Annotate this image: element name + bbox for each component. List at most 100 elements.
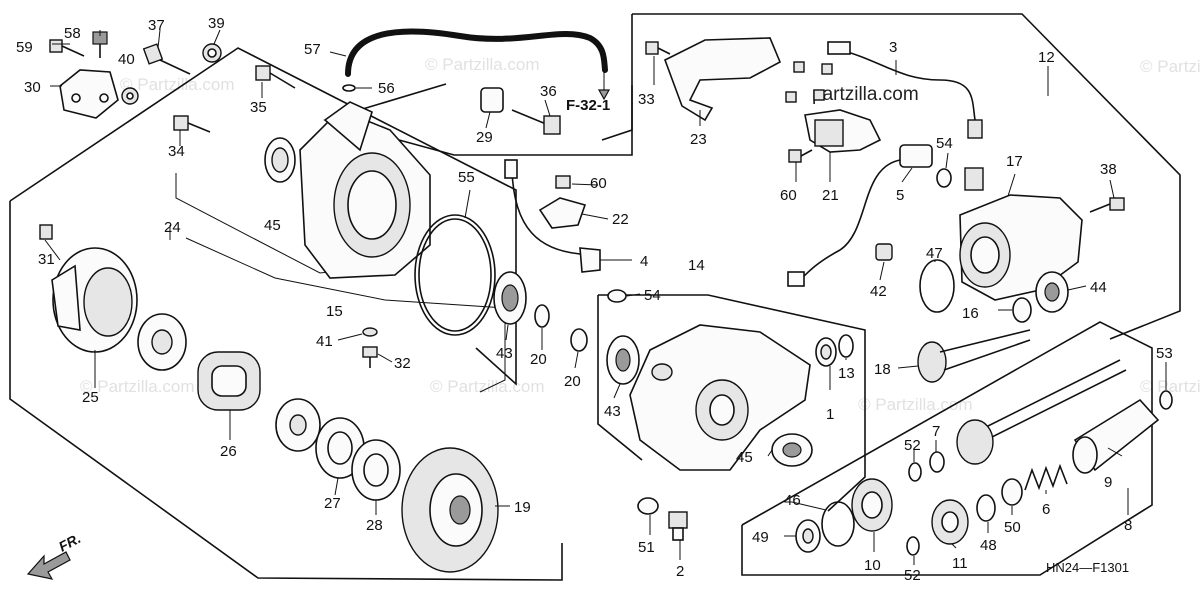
reference-label[interactable]: F-32-1 (566, 97, 610, 114)
callout-48[interactable]: 48 (980, 537, 997, 554)
callout-30[interactable]: 30 (24, 79, 41, 96)
callout-31[interactable]: 31 (38, 251, 55, 268)
reference-arrow-head (597, 89, 611, 101)
frame-case (598, 294, 866, 512)
callout-43-right[interactable]: 43 (604, 403, 621, 420)
callout-38[interactable]: 38 (1100, 161, 1117, 178)
callout-28[interactable]: 28 (366, 517, 383, 534)
callout-35[interactable]: 35 (250, 99, 267, 116)
callout-59[interactable]: 59 (16, 39, 33, 56)
callout-42[interactable]: 42 (870, 283, 887, 300)
callout-20-right[interactable]: 20 (564, 373, 581, 390)
callout-55[interactable]: 55 (458, 169, 475, 186)
callout-3[interactable]: 3 (889, 39, 897, 56)
callout-33[interactable]: 33 (638, 91, 655, 108)
washer-51 (637, 497, 659, 515)
callout-56[interactable]: 56 (378, 80, 395, 97)
o-ring-13 (838, 334, 854, 358)
callout-5[interactable]: 5 (896, 187, 904, 204)
callout-20-left[interactable]: 20 (530, 351, 547, 368)
callout-21[interactable]: 21 (822, 187, 839, 204)
spring-6 (1024, 463, 1068, 491)
callout-40[interactable]: 40 (118, 51, 135, 68)
sensor-22 (538, 197, 587, 229)
callout-45-left[interactable]: 45 (264, 217, 281, 234)
frame-differential-bottom (9, 201, 563, 581)
callout-37[interactable]: 37 (148, 17, 165, 34)
callout-1[interactable]: 1 (826, 406, 834, 423)
watermark-3: © Partzilla.com (1140, 57, 1200, 76)
callout-19[interactable]: 19 (514, 499, 531, 516)
callout-8[interactable]: 8 (1124, 517, 1132, 534)
o-ring-54-left (607, 289, 627, 303)
callout-46[interactable]: 46 (784, 492, 801, 509)
callout-54-left[interactable]: 54 (644, 287, 661, 304)
bolt-60-right (788, 149, 813, 163)
callout-14[interactable]: 14 (688, 257, 705, 274)
callout-22[interactable]: 22 (612, 211, 629, 228)
drain-bolt-2 (668, 511, 688, 541)
watermark-layer: © Partzilla.com © Partzilla.com © Partzi… (80, 55, 1200, 414)
callout-32[interactable]: 32 (394, 355, 411, 372)
coupling-10 (851, 478, 893, 532)
callout-44[interactable]: 44 (1090, 279, 1107, 296)
callout-34[interactable]: 34 (168, 143, 185, 160)
callout-53[interactable]: 53 (1156, 345, 1173, 362)
callout-10[interactable]: 10 (864, 557, 881, 574)
callout-17[interactable]: 17 (1006, 153, 1023, 170)
shim-28 (351, 439, 401, 501)
callout-52-upper[interactable]: 52 (904, 437, 921, 454)
callout-25[interactable]: 25 (82, 389, 99, 406)
frame-case-left (597, 295, 643, 461)
callout-39[interactable]: 39 (208, 15, 225, 32)
circlip-52-upper (908, 462, 922, 482)
callout-6[interactable]: 6 (1042, 501, 1050, 518)
callout-58[interactable]: 58 (64, 25, 81, 42)
callout-60-right[interactable]: 60 (780, 187, 797, 204)
bearing-50 (1001, 478, 1023, 506)
callout-52-lower[interactable]: 52 (904, 567, 921, 584)
callout-29[interactable]: 29 (476, 129, 493, 146)
bearing-45-right (771, 433, 813, 467)
callout-45-right[interactable]: 45 (736, 449, 753, 466)
callout-27[interactable]: 27 (324, 495, 341, 512)
callout-23[interactable]: 23 (690, 131, 707, 148)
washer-48 (976, 494, 996, 522)
callout-57[interactable]: 57 (304, 41, 321, 58)
callout-36[interactable]: 36 (540, 83, 557, 100)
nut-40 (121, 87, 139, 105)
bolt-33 (645, 41, 671, 55)
callout-7[interactable]: 7 (932, 423, 940, 440)
callout-4[interactable]: 4 (640, 253, 648, 270)
callout-51[interactable]: 51 (638, 539, 655, 556)
bearing-43-right (606, 335, 640, 385)
callout-43-left[interactable]: 43 (496, 345, 513, 362)
callout-60-left[interactable]: 60 (590, 175, 607, 192)
bracket-30 (59, 69, 119, 119)
o-ring-54-right (936, 168, 952, 188)
callout-2[interactable]: 2 (676, 563, 684, 580)
callout-41[interactable]: 41 (316, 333, 333, 350)
callout-9[interactable]: 9 (1104, 474, 1112, 491)
callout-13[interactable]: 13 (838, 365, 855, 382)
callout-54-right[interactable]: 54 (936, 135, 953, 152)
shim-20-right (570, 328, 588, 352)
small-bolts-upper (785, 61, 833, 103)
callout-11[interactable]: 11 (952, 555, 968, 572)
frame-differential (9, 47, 517, 386)
clip-56 (342, 84, 356, 92)
shim-20-left (534, 304, 550, 328)
callout-24[interactable]: 24 (164, 219, 181, 236)
callout-12[interactable]: 12 (1038, 49, 1055, 66)
callout-15[interactable]: 15 (326, 303, 343, 320)
bearing-43-left (493, 271, 527, 325)
callout-47[interactable]: 47 (926, 245, 943, 262)
callout-49[interactable]: 49 (752, 529, 769, 546)
callout-18[interactable]: 18 (874, 361, 891, 378)
callout-50[interactable]: 50 (1004, 519, 1021, 536)
callout-16[interactable]: 16 (962, 305, 979, 322)
bolt-59 (49, 39, 85, 57)
callout-26[interactable]: 26 (220, 443, 237, 460)
